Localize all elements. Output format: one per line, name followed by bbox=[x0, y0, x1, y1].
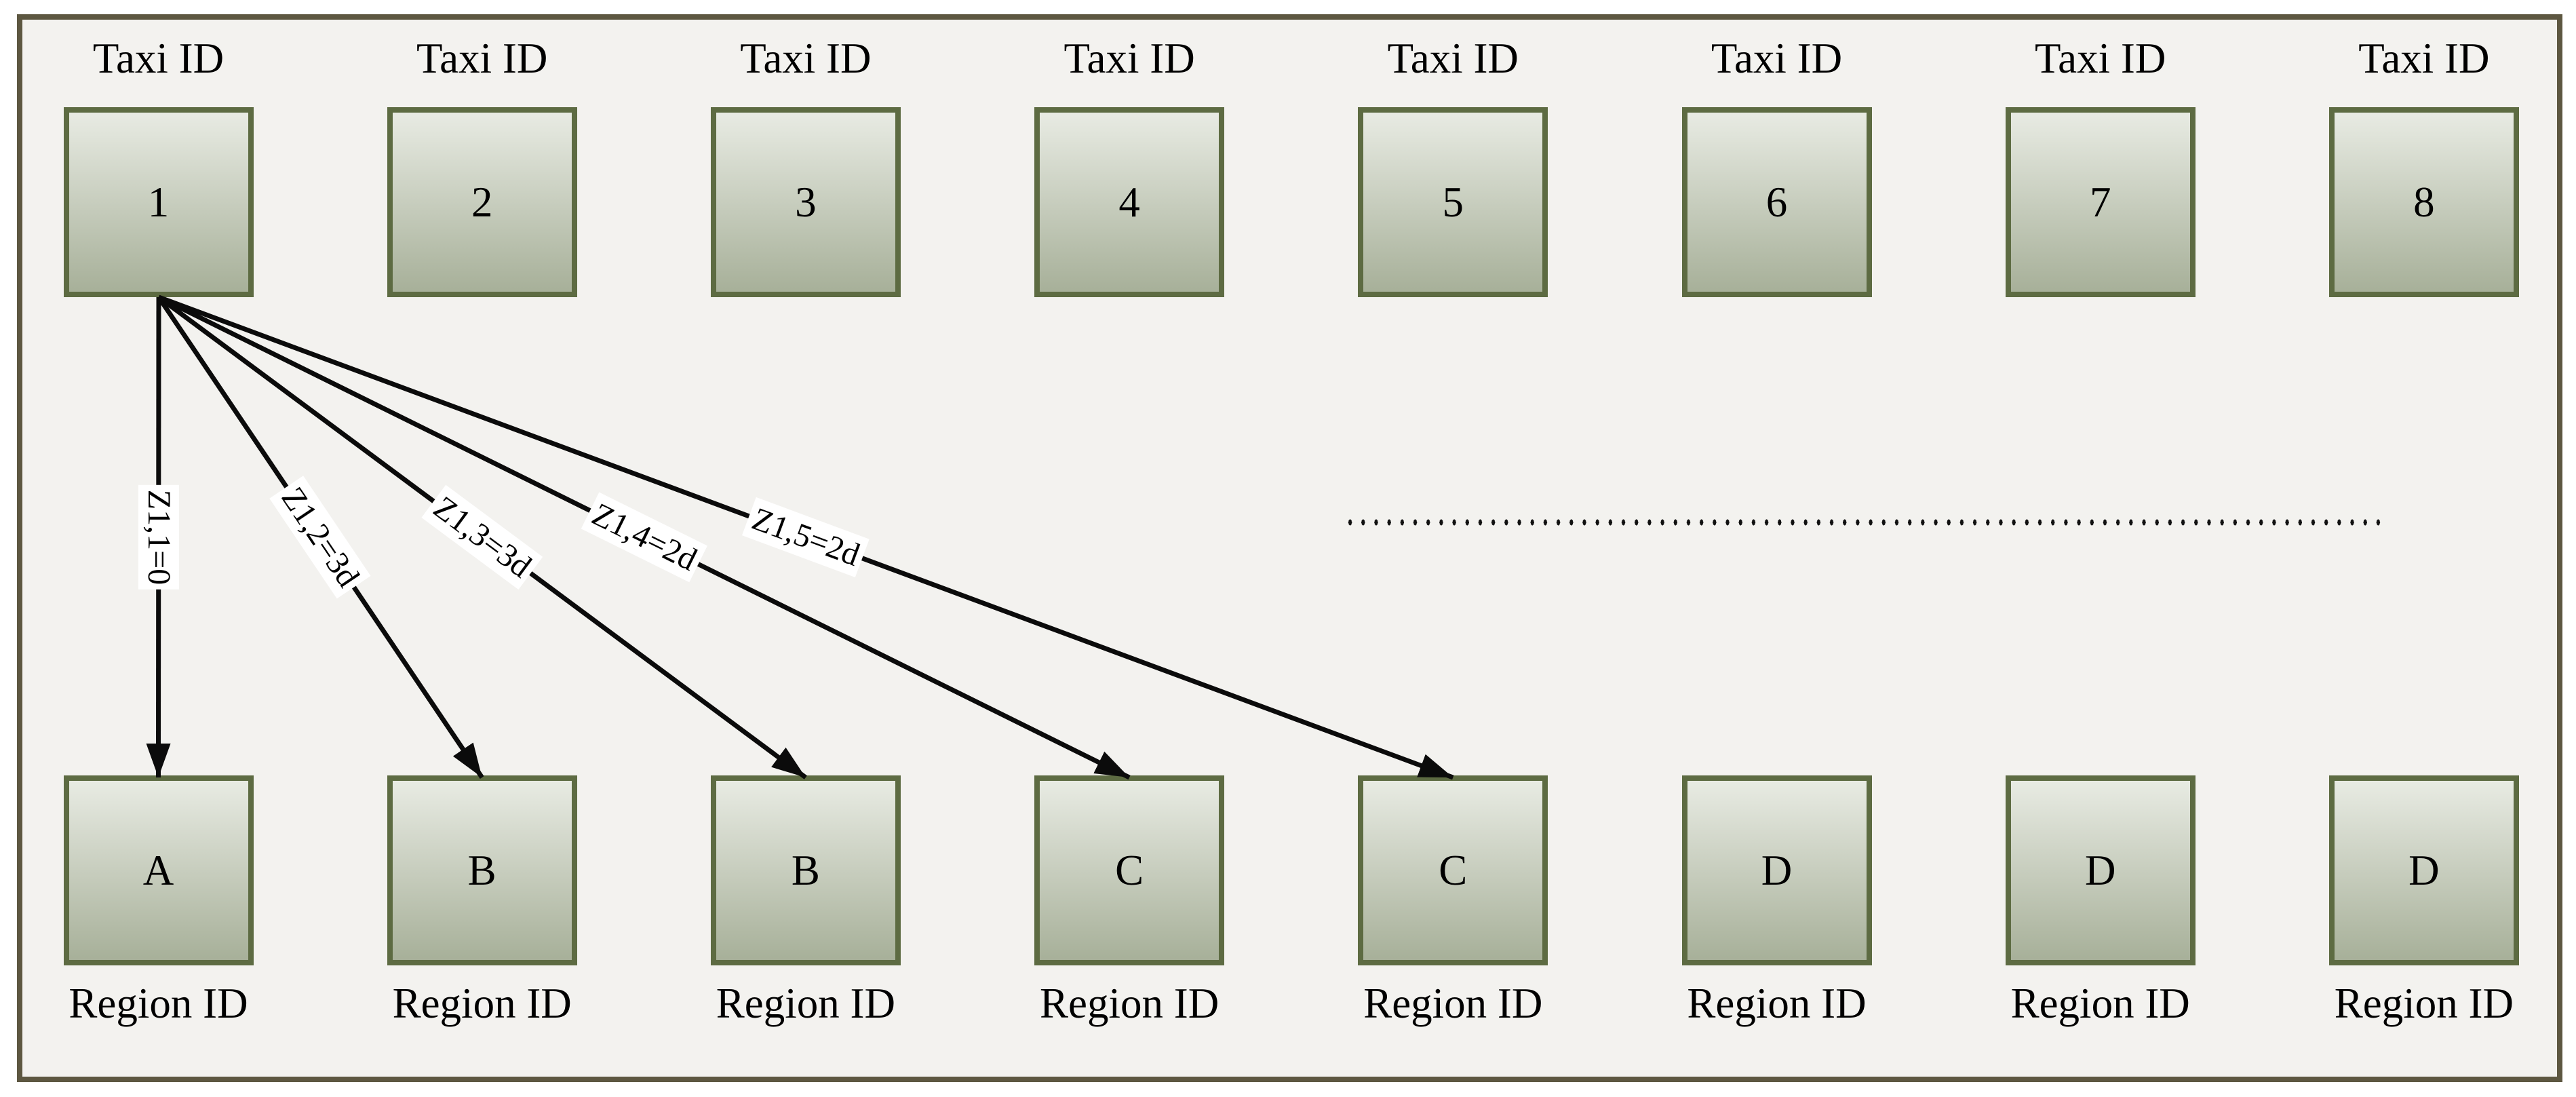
taxi-box-6: 6 bbox=[1681, 107, 1872, 297]
taxi-box-value-4: 4 bbox=[1118, 178, 1140, 226]
taxi-box-value-1: 1 bbox=[147, 178, 170, 226]
region-box-3: B bbox=[710, 775, 901, 965]
region-id-caption-7: Region ID bbox=[2010, 980, 2190, 1027]
taxi-box-5: 5 bbox=[1358, 107, 1548, 297]
region-id-caption-5: Region ID bbox=[1363, 980, 1543, 1027]
taxi-box-4: 4 bbox=[1034, 107, 1225, 297]
region-box-value-6: D bbox=[1761, 846, 1793, 894]
taxi-box-value-3: 3 bbox=[795, 178, 817, 226]
taxi-box-value-6: 6 bbox=[1765, 178, 1788, 226]
region-box-7: D bbox=[2005, 775, 2196, 965]
region-box-value-5: C bbox=[1439, 846, 1468, 894]
region-box-value-3: B bbox=[791, 846, 820, 894]
region-id-caption-8: Region ID bbox=[2334, 980, 2514, 1027]
region-box-2: B bbox=[387, 775, 577, 965]
taxi-id-caption-1: Taxi ID bbox=[92, 35, 225, 82]
region-id-caption-2: Region ID bbox=[392, 980, 572, 1027]
region-id-caption-6: Region ID bbox=[1687, 980, 1867, 1027]
taxi-id-caption-4: Taxi ID bbox=[1063, 35, 1195, 82]
taxi-id-caption-7: Taxi ID bbox=[2035, 35, 2166, 82]
region-box-8: D bbox=[2328, 775, 2519, 965]
taxi-box-2: 2 bbox=[387, 107, 577, 297]
region-id-caption-3: Region ID bbox=[716, 980, 895, 1027]
region-box-value-2: B bbox=[467, 846, 496, 894]
taxi-box-1: 1 bbox=[63, 107, 254, 297]
region-id-caption-4: Region ID bbox=[1039, 980, 1219, 1027]
taxi-id-caption-5: Taxi ID bbox=[1387, 35, 1519, 82]
taxi-box-7: 7 bbox=[2005, 107, 2196, 297]
taxi-id-caption-2: Taxi ID bbox=[416, 35, 548, 82]
taxi-id-caption-6: Taxi ID bbox=[1711, 35, 1843, 82]
region-box-5: C bbox=[1358, 775, 1548, 965]
taxi-box-value-2: 2 bbox=[471, 178, 493, 226]
taxi-box-8: 8 bbox=[2328, 107, 2519, 297]
taxi-box-value-7: 7 bbox=[2089, 178, 2111, 226]
taxi-box-value-8: 8 bbox=[2413, 178, 2435, 226]
arrow-label-1: Z1,1=0 bbox=[138, 484, 179, 590]
taxi-box-value-5: 5 bbox=[1442, 178, 1464, 226]
region-box-value-7: D bbox=[2084, 846, 2116, 894]
region-box-value-1: A bbox=[142, 846, 174, 894]
taxi-box-3: 3 bbox=[710, 107, 901, 297]
region-box-6: D bbox=[1681, 775, 1872, 965]
ellipsis-dots bbox=[1344, 519, 2388, 526]
taxi-id-caption-8: Taxi ID bbox=[2358, 35, 2490, 82]
region-box-value-4: C bbox=[1115, 846, 1144, 894]
taxi-id-caption-3: Taxi ID bbox=[740, 35, 872, 82]
region-box-1: A bbox=[63, 775, 254, 965]
region-box-value-8: D bbox=[2408, 846, 2440, 894]
region-box-4: C bbox=[1034, 775, 1225, 965]
region-id-caption-1: Region ID bbox=[69, 980, 248, 1027]
